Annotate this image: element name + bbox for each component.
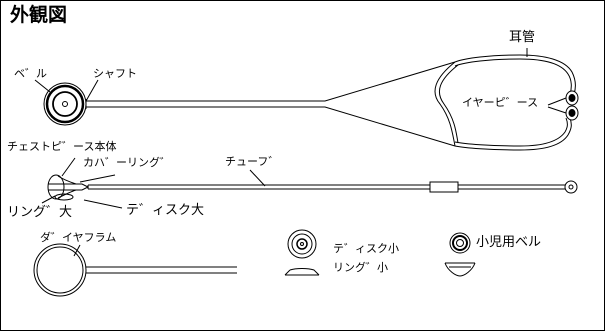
label-tube: チューフ゛ bbox=[225, 155, 280, 168]
label-chest-piece-body: チェストピ゛ース本体 bbox=[7, 140, 117, 153]
shaft bbox=[85, 61, 456, 147]
label-ring-small: リング゛小 bbox=[333, 261, 388, 274]
pediatric-bell-icon bbox=[449, 232, 471, 254]
label-ear-piece: イヤーピ゛ース bbox=[462, 96, 539, 109]
chest-piece-icon bbox=[47, 174, 90, 201]
label-bell: ベ゛ル bbox=[14, 67, 47, 80]
small-ring-icon bbox=[284, 268, 320, 276]
label-shaft: シャフト bbox=[93, 67, 137, 80]
label-ear-tube: 耳管 bbox=[509, 30, 536, 45]
label-diaphragm: ダ゛イヤフラム bbox=[40, 231, 117, 244]
ear-tube bbox=[434, 54, 576, 151]
pediatric-bell-side-icon bbox=[444, 262, 476, 277]
small-disc-icon bbox=[287, 229, 317, 259]
ear-piece bbox=[565, 90, 579, 121]
label-ring-large: リング゛大 bbox=[7, 205, 73, 220]
tube bbox=[88, 180, 578, 194]
label-cover-ring: カハ゛ーリング゛ bbox=[83, 156, 171, 169]
bell-head-icon bbox=[43, 82, 87, 126]
diaphragm-icon bbox=[33, 243, 237, 297]
label-pediatric-bell: 小児用ベル bbox=[476, 235, 542, 250]
diagram-title: 外観図 bbox=[10, 4, 68, 26]
label-disc-large: テ゛ィスク大 bbox=[126, 203, 205, 218]
label-disc-small: テ゛ィスク小 bbox=[333, 242, 399, 255]
